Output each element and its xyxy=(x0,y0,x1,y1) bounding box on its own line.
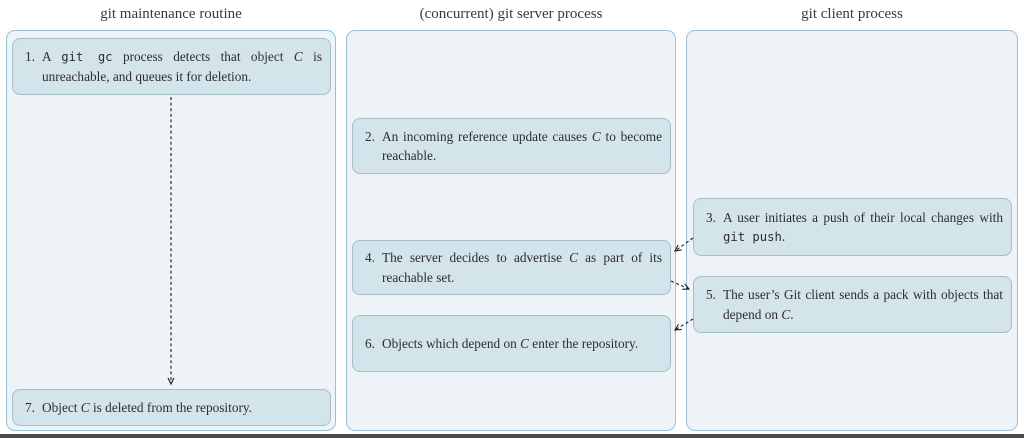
column-title-client: git client process xyxy=(801,6,903,22)
step-2-content: 2. An incoming reference update causes C… xyxy=(365,127,662,166)
step-3-text: A user initiates a push of their local c… xyxy=(723,209,1003,244)
step-1-content: 1. A git gc process detects that object … xyxy=(25,47,322,86)
step-1-text: A git gc process detects that object C i… xyxy=(42,49,323,84)
step-box-2: 2. An incoming reference update causes C… xyxy=(352,118,671,174)
step-4-content: 4. The server decides to advertise C as … xyxy=(365,248,662,287)
step-7-text: Object C is deleted from the repository. xyxy=(42,399,253,415)
step-4-text: The server decides to advertise C as par… xyxy=(382,250,662,285)
step-5-content: 5. The user’s Git client sends a pack wi… xyxy=(706,285,1003,324)
step-6-text: Objects which depend on C enter the repo… xyxy=(382,335,639,351)
step-7-number: 7. xyxy=(25,399,35,415)
step-box-4: 4. The server decides to advertise C as … xyxy=(352,240,671,295)
step-1-number: 1. xyxy=(25,49,35,64)
step-7-content: 7. Object C is deleted from the reposito… xyxy=(25,398,322,417)
step-6-number: 6. xyxy=(365,335,375,351)
step-2-text: An incoming reference update causes C to… xyxy=(382,128,663,163)
step-box-5: 5. The user’s Git client sends a pack wi… xyxy=(693,276,1012,333)
step-box-3: 3. A user initiates a push of their loca… xyxy=(693,198,1012,256)
step-box-6: 6. Objects which depend on C enter the r… xyxy=(352,315,671,372)
step-6-content: 6. Objects which depend on C enter the r… xyxy=(365,334,662,353)
step-3-number: 3. xyxy=(706,209,716,225)
step-5-number: 5. xyxy=(706,287,716,303)
column-title-server: (concurrent) git server process xyxy=(419,6,603,22)
column-title-maintenance: git maintenance routine xyxy=(100,6,242,22)
step-box-7: 7. Object C is deleted from the reposito… xyxy=(12,389,331,426)
step-4-number: 4. xyxy=(365,250,375,266)
step-2-number: 2. xyxy=(365,128,375,144)
bottom-edge-strip xyxy=(0,434,1024,438)
step-box-1: 1. A git gc process detects that object … xyxy=(12,38,331,95)
step-5-text: The user’s Git client sends a pack with … xyxy=(723,287,1003,322)
step-3-content: 3. A user initiates a push of their loca… xyxy=(706,208,1003,247)
